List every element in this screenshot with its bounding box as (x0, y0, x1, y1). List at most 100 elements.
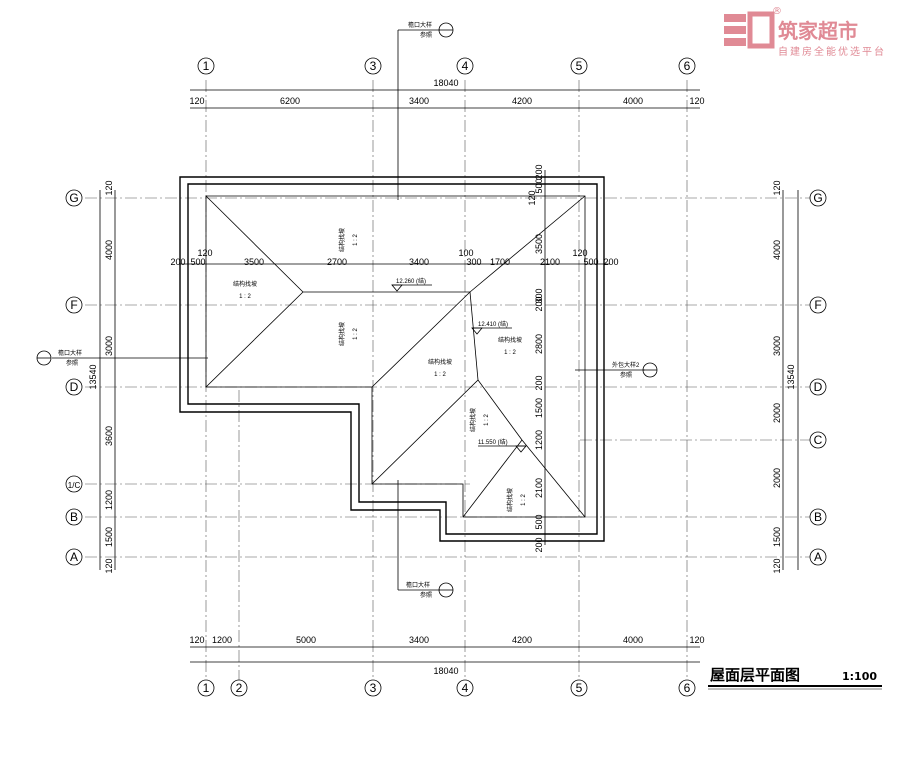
dim-value: 2000 (772, 403, 782, 423)
axis-bubble-label: F (814, 298, 821, 312)
elevation-triangle (515, 445, 527, 453)
roof-outline (179, 176, 605, 542)
drawing-title: 屋面层平面图 (710, 666, 800, 684)
dim-value: 120 (104, 558, 114, 573)
axis-bubble-label: B (70, 510, 78, 524)
axis-bubble (809, 189, 827, 207)
slope-note-name: 结构找坡 (233, 280, 257, 288)
dim-value: 1200 (104, 490, 114, 510)
right-dimensions: 120 4000 3000 2000 2000 1500 120 13540 (772, 180, 796, 573)
logo-mark-bar-middle (724, 26, 746, 34)
dim-value: 1200 (534, 430, 544, 450)
dim-value: 120 (189, 635, 204, 645)
dim-value: 1500 (772, 527, 782, 547)
hip-line (462, 439, 523, 518)
hip-line (205, 195, 304, 293)
top-axis-bubbles: 1 3 4 5 6 (197, 57, 696, 75)
dim-value: 120 (197, 248, 212, 258)
slope-note-name: 结构找坡 (498, 336, 522, 344)
dim-value: 4200 (512, 635, 532, 645)
detail-ref-sub: 参照 (420, 31, 432, 39)
axis-bubble-label: A (814, 550, 822, 564)
dim-value: 3400 (409, 257, 429, 267)
axis-bubble (65, 508, 83, 526)
hip-line (371, 291, 471, 388)
axis-bubble (809, 548, 827, 566)
axis-bubble-label: 3 (370, 59, 377, 73)
axis-bubble (197, 57, 215, 75)
logo-mark-bar-top (724, 14, 746, 22)
inner-col-dimensions: 200 500 120 3500 300 200 2800 200 1500 1… (527, 164, 544, 552)
dim-value: 120 (772, 180, 782, 195)
left-axis-bubbles: G F D 1/C B A (65, 189, 83, 566)
axis-bubble-label: D (814, 380, 823, 394)
elevation-triangle (391, 284, 403, 292)
axis-bubble (809, 378, 827, 396)
elevation-label: 11.550 (结) (478, 438, 508, 446)
dim-value: 300 (534, 288, 544, 303)
axis-bubble-label: 5 (576, 59, 583, 73)
dim-value: 200 (534, 375, 544, 390)
slope-note-ratio: 1 : 2 (353, 328, 359, 340)
axis-bubble (230, 679, 248, 697)
logo-mark-bar-bottom (724, 38, 746, 46)
slope-note-ratio: 1 : 2 (521, 494, 527, 506)
bottom-dimensions: 120 1200 5000 3400 4200 4000 120 18040 (189, 635, 704, 676)
dim-value: 200 (534, 537, 544, 552)
dim-value: 200 (170, 257, 185, 267)
drawing-title-block: 屋面层平面图 1:100 (708, 666, 882, 690)
dim-value: 4000 (623, 635, 643, 645)
dim-value: 500 (534, 514, 544, 529)
axis-bubble (65, 296, 83, 314)
detail-ref-text: 外包大样2 (612, 361, 640, 369)
axis-bubble (678, 57, 696, 75)
axis-bubble-label: D (70, 380, 79, 394)
elevation-label: 12.260 (结) (396, 277, 426, 285)
detail-ref-sub: 参照 (620, 371, 632, 379)
dim-value: 120 (189, 96, 204, 106)
dim-value: 200 (534, 296, 544, 311)
vertical-axis-lines (205, 80, 688, 680)
slope-note-ratio: 1 : 2 (484, 414, 490, 426)
dim-value: 3400 (409, 635, 429, 645)
detail-references: 檐口大样 参照 檐口大样 参照 檐口大样 参照 外包大样2 参照 (36, 21, 658, 599)
left-dimensions: 120 4000 3000 3600 1200 1500 120 13540 (88, 180, 114, 573)
axis-bubble-label: 1 (203, 681, 210, 695)
hip-line (205, 291, 304, 388)
roof-ridges (205, 195, 586, 518)
axis-bubble-label: 1 (203, 59, 210, 73)
hip-line (469, 195, 586, 293)
dim-value: 200 (603, 257, 618, 267)
axis-bubble-label: 5 (576, 681, 583, 695)
slope-note-ratio: 1 : 2 (239, 294, 251, 300)
dim-value: 120 (527, 190, 537, 205)
axis-bubble (809, 431, 827, 449)
slope-note-name: 结构找坡 (469, 408, 477, 432)
axis-bubble (678, 679, 696, 697)
bottom-axis-bubbles: 1 2 3 4 5 6 (197, 679, 696, 697)
dim-value: 120 (104, 180, 114, 195)
axis-bubble-label: 3 (370, 681, 377, 695)
axis-bubble-label: G (813, 191, 822, 205)
dim-value: 4000 (772, 240, 782, 260)
dim-value: 120 (689, 635, 704, 645)
axis-bubble-label: B (814, 510, 822, 524)
dim-total: 18040 (433, 666, 458, 676)
dim-value: 3000 (104, 336, 114, 356)
dim-value: 3600 (104, 426, 114, 446)
axis-bubble (456, 679, 474, 697)
dim-value: 2800 (534, 334, 544, 354)
dim-value: 100 (458, 248, 473, 258)
dim-value: 300 (466, 257, 481, 267)
dim-total: 13540 (88, 364, 98, 389)
dim-value: 3400 (409, 96, 429, 106)
dim-value: 2000 (772, 468, 782, 488)
hip-line (521, 439, 586, 518)
axis-bubble (65, 189, 83, 207)
axis-bubble-label: 4 (462, 59, 469, 73)
dim-value: 200 (534, 164, 544, 179)
hip-line (477, 379, 523, 441)
ridge-line (469, 291, 479, 381)
inner-row-dimensions: 200 500 120 3500 2700 3400 100 300 1700 … (170, 248, 618, 267)
